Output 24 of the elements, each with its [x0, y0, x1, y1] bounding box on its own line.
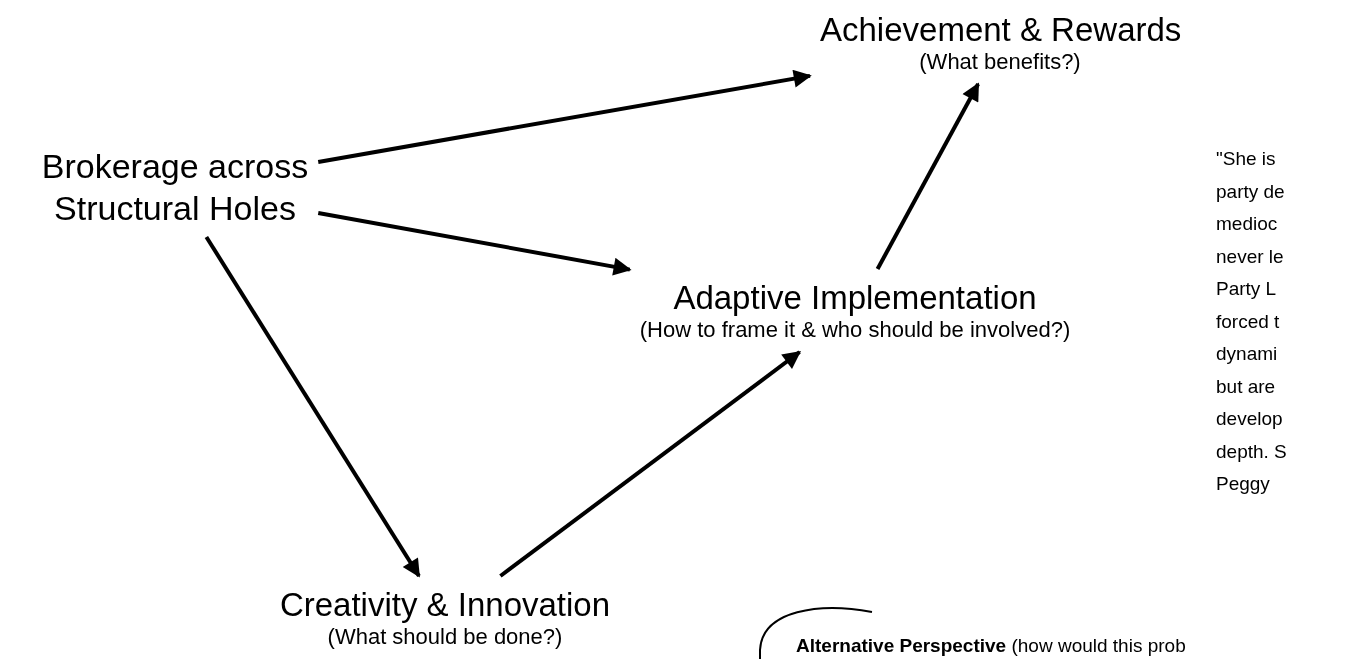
quote-text-line: "She is	[1216, 147, 1276, 171]
quote-text-line: forced t	[1216, 309, 1280, 334]
quote-text-line: medioc	[1216, 212, 1278, 236]
arrow	[499, 350, 801, 578]
node-title: Brokerage across Structural Holes	[40, 146, 310, 229]
quote-text-line: develop	[1216, 407, 1283, 431]
node-subtitle: (What benefits?)	[918, 48, 1082, 76]
arrow	[875, 82, 980, 270]
node-title: Creativity & Innovation	[278, 587, 612, 623]
callout-text: Alternative Perspective (how would this prob	[796, 634, 1186, 658]
quote-text-line: dynami	[1216, 342, 1278, 366]
quote-text-line: depth. S	[1216, 439, 1287, 464]
quote-text-line: Peggy	[1216, 472, 1270, 496]
arrow	[204, 235, 421, 578]
arrow	[317, 69, 812, 164]
quote-text-line: but are	[1216, 374, 1276, 399]
node-title: Adaptive Implementation	[672, 280, 1038, 316]
arrow	[317, 211, 632, 276]
quote-text-line: never le	[1216, 244, 1284, 269]
node-subtitle: (How to frame it & who should be involved?)	[638, 316, 1072, 344]
node-subtitle: (What should be done?)	[326, 623, 564, 651]
quote-text-line: party de	[1216, 179, 1285, 204]
quote-text-line: Party L	[1216, 277, 1277, 301]
node-title: Achievement & Rewards	[820, 12, 1180, 48]
